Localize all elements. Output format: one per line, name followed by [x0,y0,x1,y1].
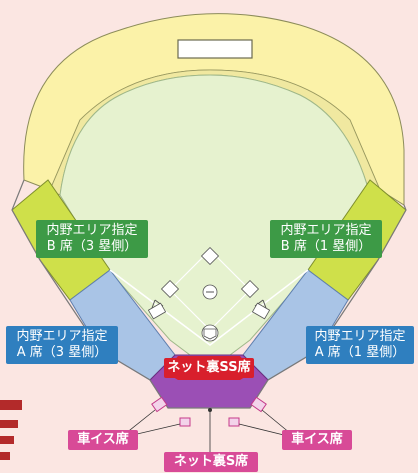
label-wheelchair-right: 車イス席 [282,430,352,450]
foul-lines [109,269,309,346]
wheelchair-spot-1b-outer [250,396,267,413]
label-infield-b-3b-line2: B 席（3 塁側） [46,239,138,254]
first-base [240,279,260,299]
label-infield-b-3b-line1: 内野エリア指定 [46,223,138,238]
label-backnet-s-text: ネット裏S席 [173,454,249,469]
second-base [200,246,220,266]
outer-ring [11,179,407,211]
third-base [160,279,180,299]
label-infield-b-1b: 内野エリア指定 B 席（1 塁側） [270,220,382,258]
label-infield-a-3b-line2: A 席（3 塁側） [16,345,108,360]
label-infield-a-1b-line2: A 席（1 塁側） [314,345,406,360]
wheelchair-spot-3b-inner [179,417,191,427]
label-wheelchair-left: 車イス席 [68,430,138,450]
label-infield-a-3b: 内野エリア指定 A 席（3 塁側） [6,326,118,364]
label-backnet-s: ネット裏S席 [164,452,258,472]
backnet-s-marker [208,408,212,412]
label-infield-b-3b: 内野エリア指定 B 席（3 塁側） [36,220,148,258]
label-infield-a-1b: 内野エリア指定 A 席（1 塁側） [306,326,414,364]
label-backnet-ss: ネット裏SS席 [164,358,254,378]
home-plate [203,328,217,340]
label-wheelchair-left-text: 車イス席 [77,432,129,447]
dugout-3b [147,302,167,320]
label-infield-b-1b-line2: B 席（1 塁側） [280,239,372,254]
label-infield-a-3b-line1: 内野エリア指定 [16,329,108,344]
dugout-1b [251,302,271,320]
outer-concourse [11,209,407,409]
label-backnet-ss-text: ネット裏SS席 [167,360,251,375]
label-wheelchair-right-text: 車イス席 [291,432,343,447]
label-infield-b-1b-line1: 内野エリア指定 [280,223,372,238]
field-grass [59,74,371,371]
entrance-structure-left [0,400,22,460]
scoreboard [177,39,253,59]
label-infield-a-1b-line1: 内野エリア指定 [314,329,406,344]
wheelchair-spot-3b-outer [151,396,168,413]
wheelchair-spot-1b-inner [228,417,240,427]
